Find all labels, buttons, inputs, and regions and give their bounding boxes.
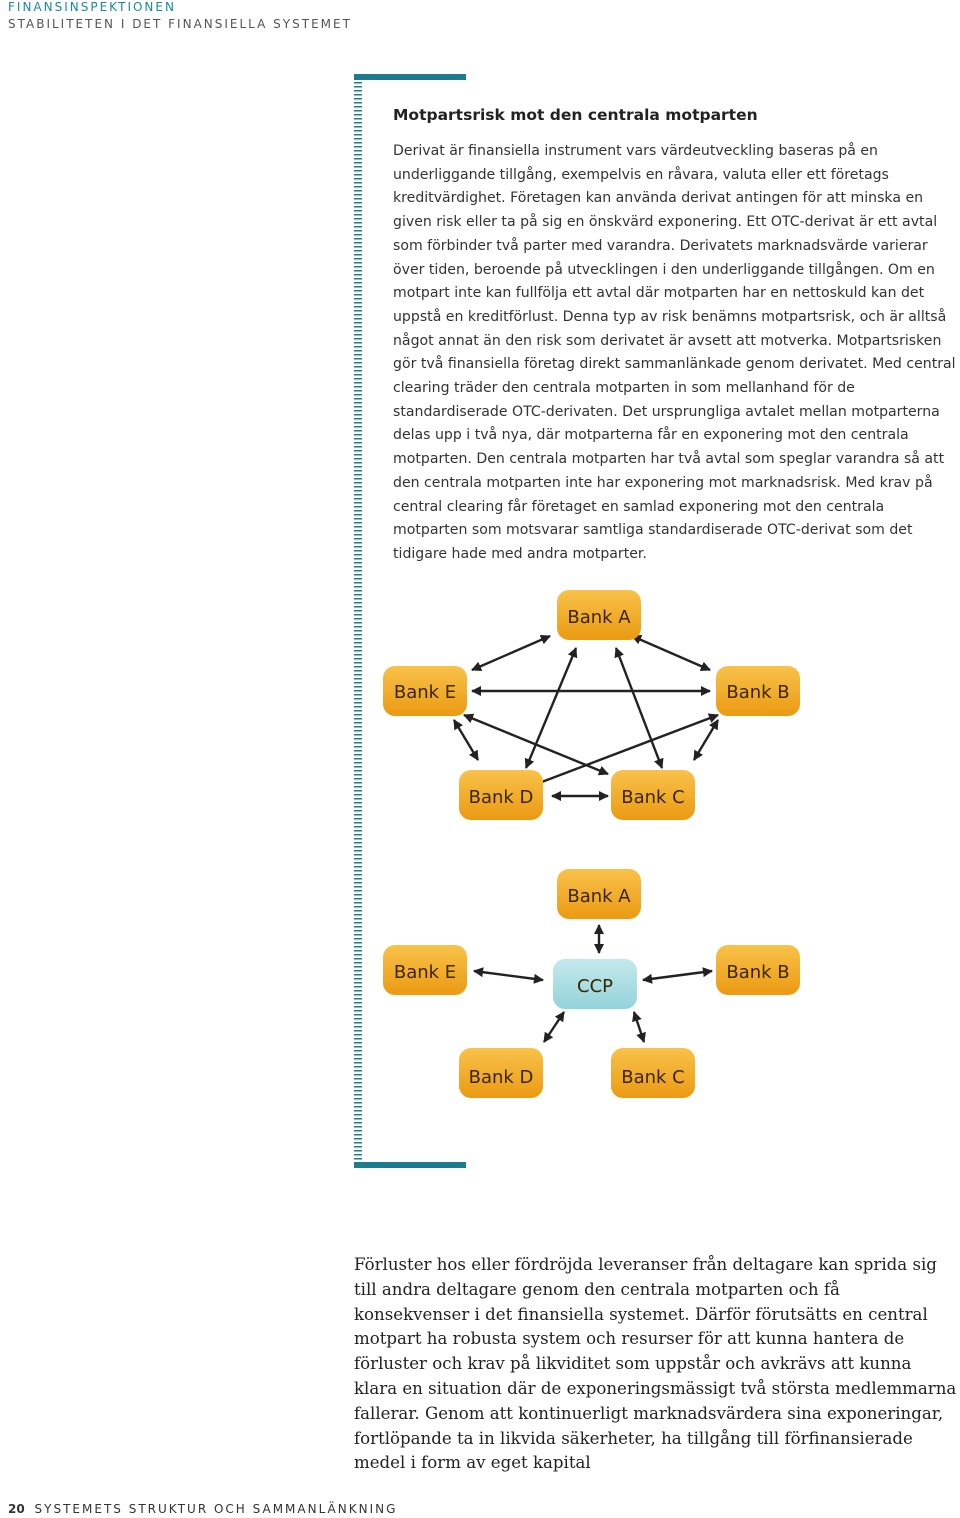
arrow-ccp-b	[642, 967, 713, 984]
running-header-org: FINANSINSPEKTIONEN	[8, 0, 176, 14]
page-footer: 20 SYSTEMETS STRUKTUR OCH SAMMANLÄNKNING	[8, 1502, 397, 1516]
arrow-ccp-d	[543, 1011, 565, 1043]
body-paragraph: Förluster hos eller fördröjda leveranser…	[354, 1255, 957, 1473]
node-top-bank-e-label: Bank E	[394, 682, 456, 703]
node-top-bank-b-label: Bank B	[726, 682, 789, 703]
ccp-arrows	[473, 923, 713, 1043]
node-bottom-bank-c: Bank C	[611, 1048, 695, 1098]
arrow-ccp-e	[473, 967, 544, 984]
factbox-title: Motpartsrisk mot den centrala motparten	[393, 106, 758, 124]
arrow-ccp-c	[632, 1011, 646, 1043]
node-bottom-bank-e: Bank E	[383, 945, 467, 995]
exposure-diagram: Bank A Bank E Bank B Bank D Bank C Bank …	[354, 580, 960, 1120]
node-bottom-bank-b-label: Bank B	[726, 962, 789, 983]
node-bottom-bank-d-label: Bank D	[469, 1067, 534, 1088]
node-top-bank-d-label: Bank D	[469, 787, 534, 808]
arrow-a-e	[471, 634, 551, 672]
page-number: 20	[8, 1502, 25, 1516]
running-header-title: STABILITETEN I DET FINANSIELLA SYSTEMET	[8, 17, 352, 31]
node-ccp-label: CCP	[577, 976, 613, 997]
arrow-e-d	[452, 719, 480, 761]
factbox-text: Derivat är finansiella instrument vars v…	[393, 143, 956, 562]
node-bottom-bank-e-label: Bank E	[394, 962, 456, 983]
arrow-a-b	[631, 634, 711, 672]
node-bottom-bank-a: Bank A	[557, 869, 641, 919]
node-bottom-bank-d: Bank D	[459, 1048, 543, 1098]
arrow-b-d	[525, 713, 719, 790]
node-bottom-bank-a-label: Bank A	[567, 886, 631, 907]
node-top-bank-e: Bank E	[383, 666, 467, 716]
arrow-b-c	[692, 719, 720, 761]
node-top-bank-a-label: Bank A	[567, 607, 631, 628]
factbox-frame	[354, 74, 960, 1168]
node-ccp: CCP	[553, 959, 637, 1009]
node-bottom-bank-c-label: Bank C	[621, 1067, 685, 1088]
factbox-stripe	[354, 74, 362, 1168]
node-top-bank-d: Bank D	[459, 770, 543, 820]
node-bottom-bank-b: Bank B	[716, 945, 800, 995]
node-top-bank-c-label: Bank C	[621, 787, 685, 808]
bilateral-arrows	[452, 634, 720, 802]
factbox-bottom-bar	[354, 1162, 466, 1168]
factbox-top-bar	[354, 74, 466, 80]
footer-section: SYSTEMETS STRUKTUR OCH SAMMANLÄNKNING	[34, 1502, 398, 1516]
node-top-bank-c: Bank C	[611, 770, 695, 820]
node-top-bank-b: Bank B	[716, 666, 800, 716]
node-top-bank-a: Bank A	[557, 590, 641, 640]
